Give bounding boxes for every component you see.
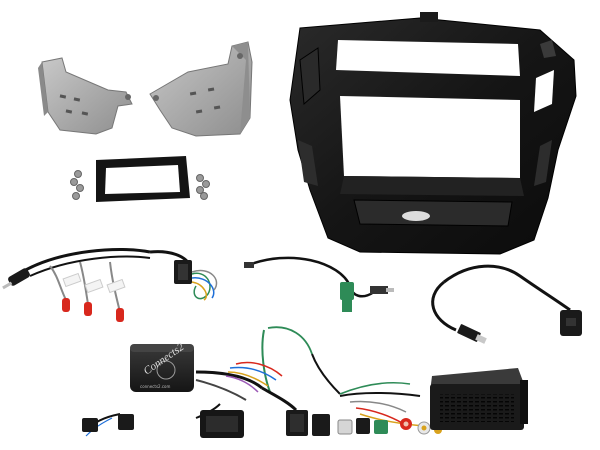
- right-mounting-bracket: [149, 41, 253, 137]
- harness-connectors: [82, 410, 442, 438]
- left-mounting-bracket: [38, 57, 133, 135]
- screws-right: [196, 174, 210, 200]
- steering-control-harness: [2, 248, 218, 322]
- screen-trim-frame: [96, 156, 190, 202]
- interface-brand-caption: connects2.com: [140, 384, 170, 389]
- screws-left: [70, 170, 84, 200]
- interface-module: [130, 344, 194, 392]
- fascia-panel: [289, 12, 577, 255]
- usb-lead: [431, 264, 582, 344]
- amplifier-box: [430, 368, 528, 430]
- aerial-adaptor-lead: [244, 256, 394, 312]
